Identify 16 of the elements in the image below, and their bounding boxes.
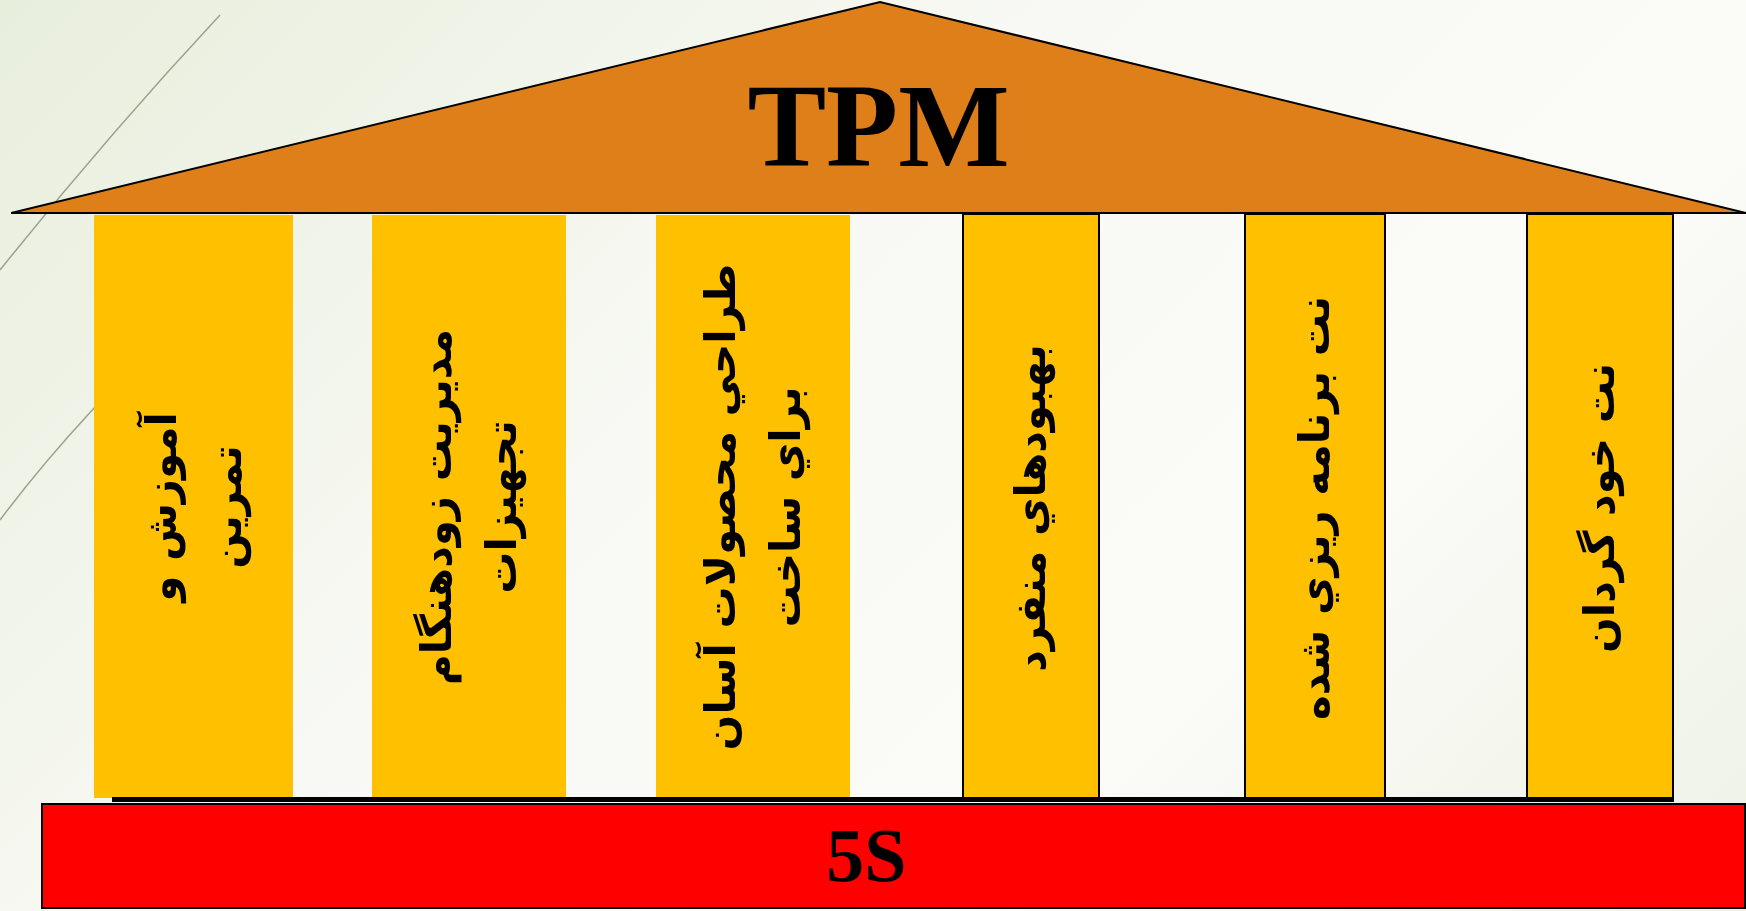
- pillar: [656, 215, 850, 798]
- pillar-label: مديريت زودهنگام تجهيزات: [410, 327, 528, 687]
- foundation-bar: [41, 803, 1746, 909]
- pillar-label: بهبودهاي منفرد: [1005, 342, 1057, 674]
- roof-triangle: [11, 0, 1746, 215]
- pillar: [1244, 213, 1386, 800]
- pillar: [962, 213, 1100, 800]
- pillar-label: نت برنامه ريزي شده: [1289, 294, 1341, 722]
- pillar-label: نت خود گردان: [1574, 361, 1626, 655]
- foundation-label: 5S: [826, 817, 907, 893]
- pillar-label: آموزش و تمرين: [135, 411, 253, 602]
- pillar: [372, 215, 566, 798]
- pillar: [94, 215, 293, 798]
- roof-title: TPM: [747, 68, 1010, 186]
- pillar: [1526, 213, 1674, 800]
- pillar-label: طراحي محصولات آسان براي ساخت: [694, 262, 812, 752]
